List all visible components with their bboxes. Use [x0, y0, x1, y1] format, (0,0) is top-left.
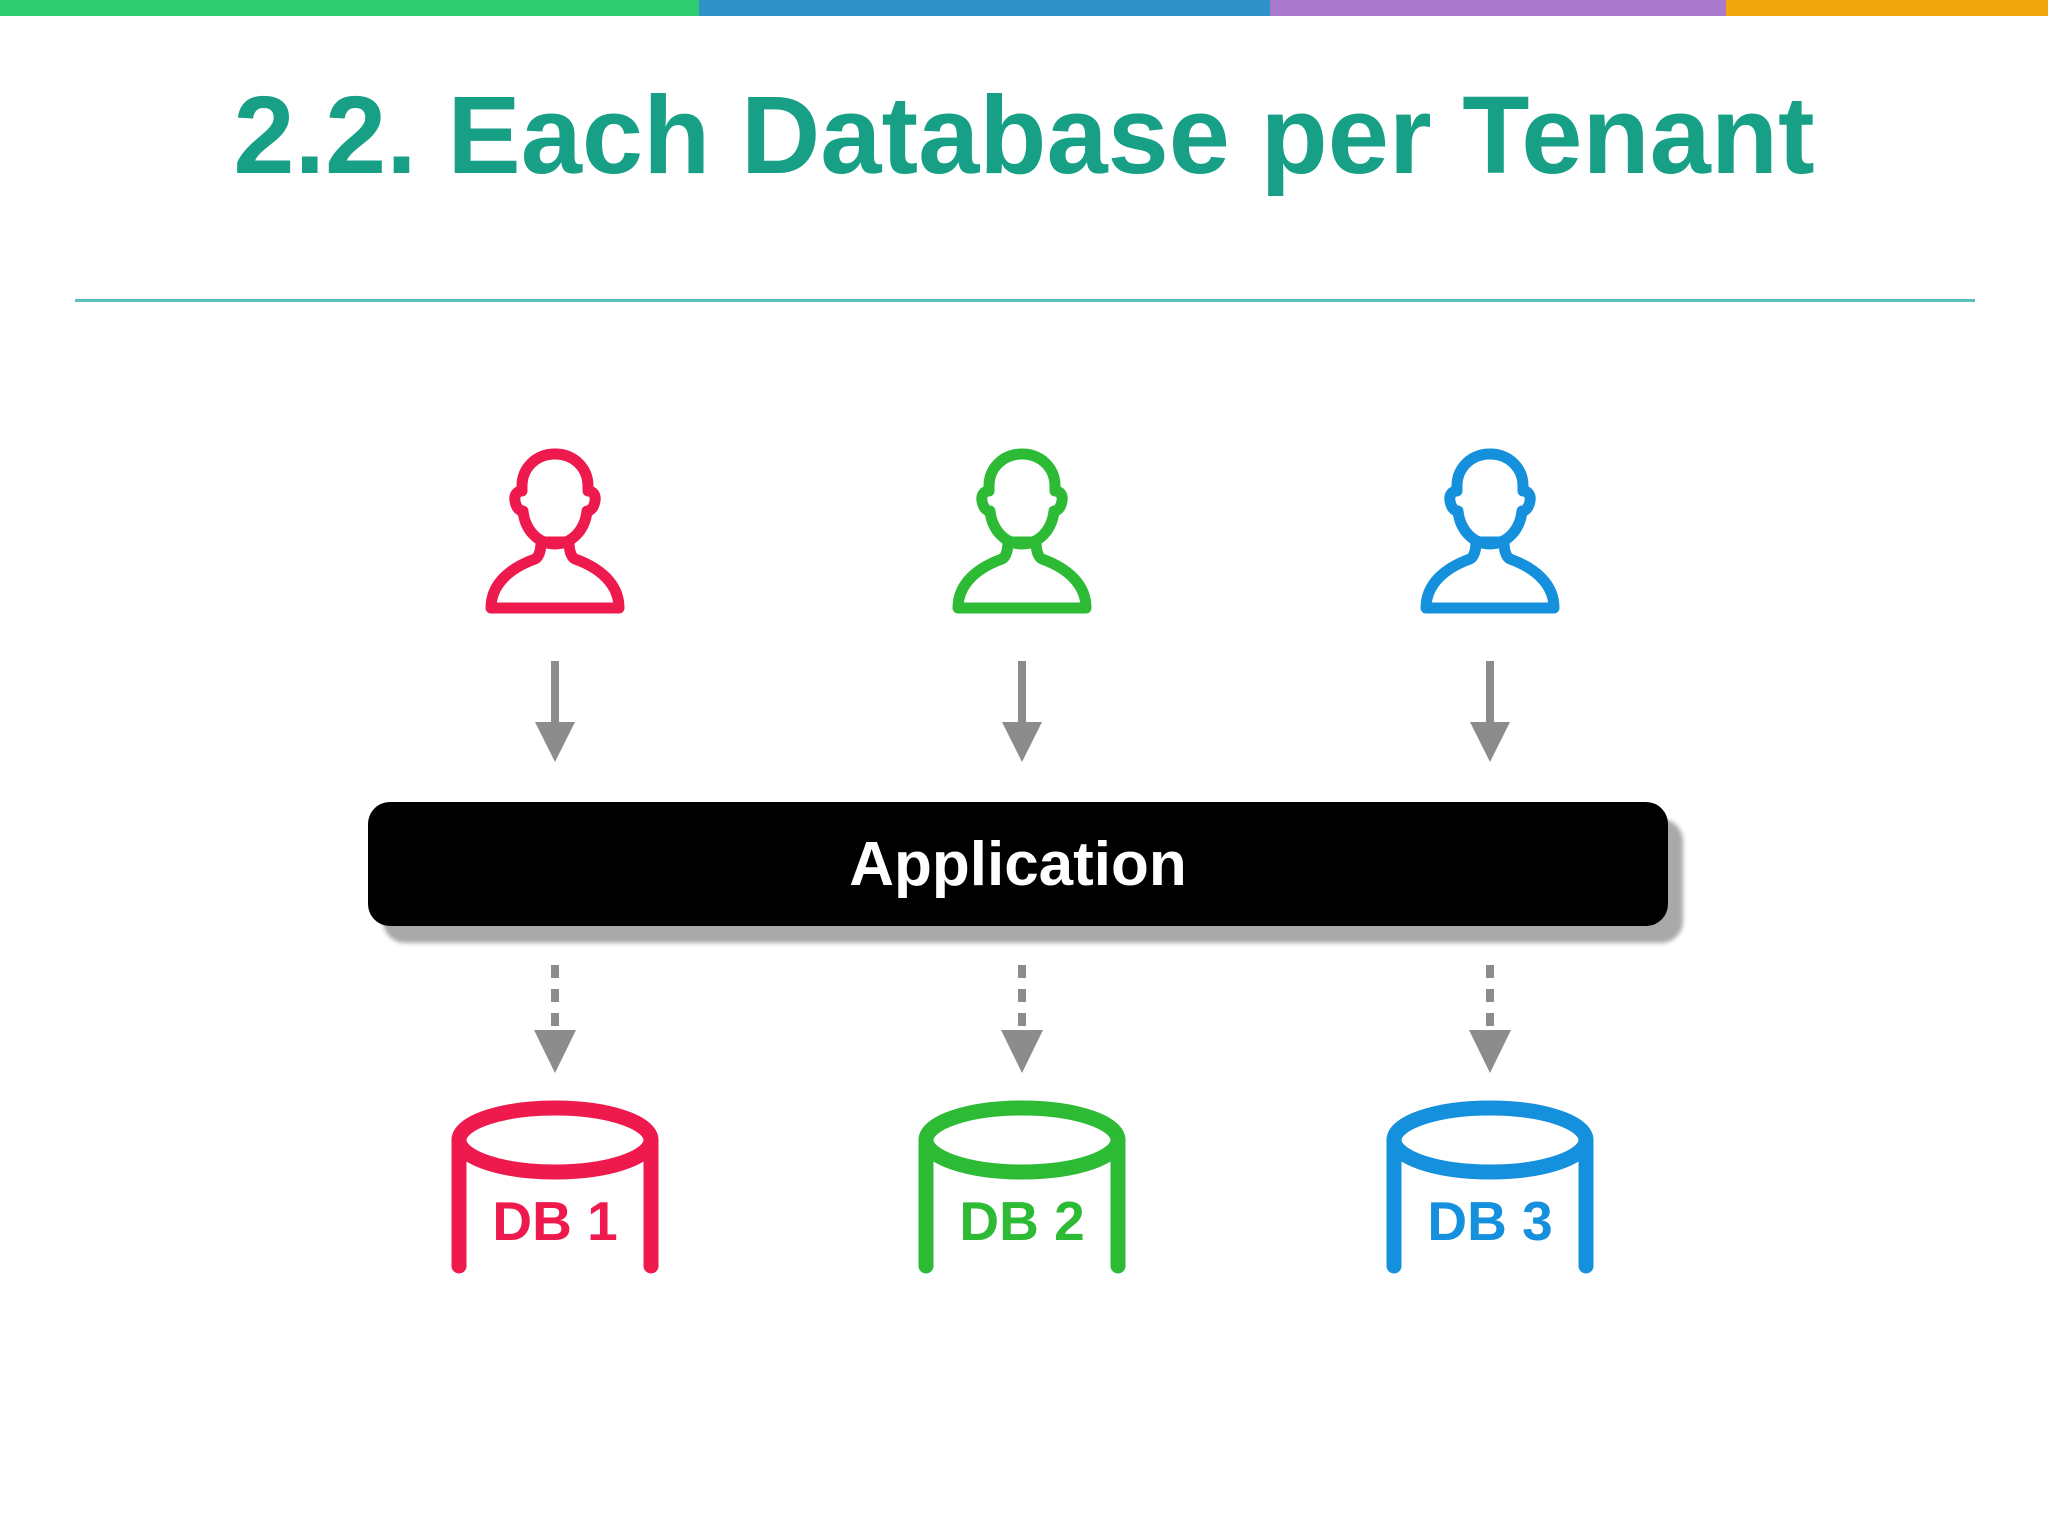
- database-icon: DB 3: [1386, 1100, 1594, 1274]
- dashed-down-arrow-icon: [1001, 965, 1043, 1073]
- accent-bar-blue: [698, 0, 1270, 16]
- dashed-down-arrow-icon: [534, 965, 576, 1073]
- user-icon: [485, 448, 625, 614]
- down-arrow-icon: [1470, 661, 1510, 762]
- down-arrow-icon: [535, 661, 575, 762]
- accent-bar-orange: [1726, 0, 2048, 16]
- accent-bar-purple: [1269, 0, 1727, 16]
- db-label: DB 2: [959, 1190, 1084, 1252]
- application-box: Application: [368, 802, 1668, 926]
- user-icon: [952, 448, 1092, 614]
- divider-line: [75, 299, 1975, 302]
- top-accent-bar: [0, 0, 2048, 16]
- down-arrow-icon: [1002, 661, 1042, 762]
- database-icon: DB 2: [918, 1100, 1126, 1274]
- db-label: DB 3: [1427, 1190, 1552, 1252]
- database-icon: DB 1: [451, 1100, 659, 1274]
- db-label: DB 1: [492, 1190, 617, 1252]
- accent-bar-green: [0, 0, 699, 16]
- application-label: Application: [849, 829, 1187, 899]
- user-icon: [1420, 448, 1560, 614]
- dashed-down-arrow-icon: [1469, 965, 1511, 1073]
- page-title: 2.2. Each Database per Tenant: [233, 74, 1815, 197]
